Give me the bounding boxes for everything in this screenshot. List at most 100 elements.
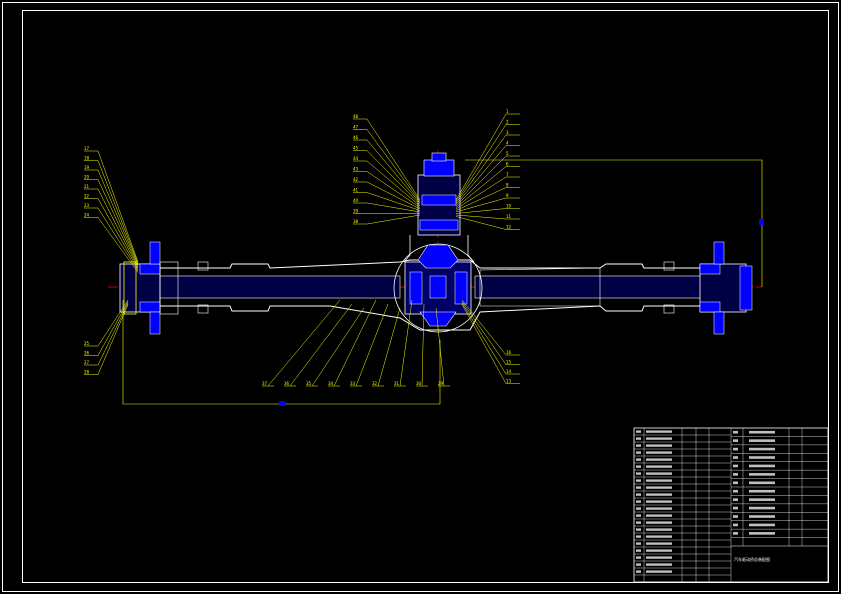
parts-row-text	[646, 500, 672, 503]
parts-row-index	[733, 532, 738, 535]
dimension-bottom-marker	[279, 401, 285, 406]
parts-row-index	[636, 458, 641, 461]
dimension-right	[465, 159, 763, 287]
leader-line	[455, 216, 507, 230]
callout-number: 6	[506, 162, 509, 167]
pinion-nut	[431, 152, 447, 162]
parts-row-index	[733, 498, 738, 501]
leader-line	[97, 198, 139, 270]
callout-number: 28	[84, 370, 90, 375]
leader-line	[366, 129, 421, 202]
parts-row-index	[733, 506, 738, 510]
parts-row-index	[636, 486, 641, 489]
callout-number: 4	[506, 141, 509, 146]
parts-row-text	[646, 486, 672, 489]
right-taper	[479, 267, 601, 307]
callout-number: 14	[506, 369, 512, 374]
parts-row-index	[733, 489, 738, 493]
leader-line	[366, 118, 421, 201]
parts-row-text	[749, 498, 775, 501]
leader-line	[311, 307, 365, 387]
callout-number: 22	[84, 194, 90, 199]
left-spring-seat	[197, 261, 209, 271]
pinion-bearing-lower	[419, 219, 459, 231]
parts-row-text	[646, 493, 672, 496]
parts-row-text	[646, 465, 672, 468]
parts-row-index	[733, 515, 738, 518]
leader-line	[461, 299, 507, 356]
leader-line	[421, 303, 425, 387]
leader-line	[455, 197, 507, 213]
leader-line	[355, 303, 389, 387]
leader-line	[455, 113, 507, 201]
leader-line	[455, 134, 507, 204]
callout-number: 39	[353, 209, 359, 214]
parts-row-text	[646, 549, 672, 552]
dimension-bottom	[122, 300, 441, 405]
parts-row-index	[636, 493, 641, 496]
parts-row-index	[636, 556, 641, 559]
parts-row-text	[646, 528, 672, 531]
leader-line	[455, 166, 507, 208]
parts-row-text	[646, 542, 672, 545]
parts-row-index	[636, 549, 641, 552]
pinion-flange	[423, 159, 455, 177]
leader-line	[366, 139, 421, 204]
leader-line	[333, 299, 377, 387]
callout-number: 20	[84, 175, 90, 180]
callout-number: 3	[506, 130, 509, 135]
callout-number: 42	[353, 177, 359, 182]
callout-number: 1	[506, 109, 509, 114]
parts-row-index	[636, 570, 641, 573]
leader-line	[267, 299, 341, 387]
leader-line	[97, 160, 139, 264]
parts-row-text	[646, 451, 672, 454]
parts-row-text	[646, 535, 672, 538]
leader-line	[97, 188, 139, 269]
parts-row-index	[636, 500, 641, 503]
parts-row-index	[733, 473, 738, 476]
pinion-bearing-upper	[421, 194, 457, 206]
parts-row-text	[749, 506, 775, 510]
left-hub-bearing-bottom	[139, 301, 161, 313]
parts-row-text	[749, 447, 775, 451]
parts-row-index	[733, 430, 738, 434]
callout-number: 45	[353, 146, 359, 151]
right-hub-bearing-top	[699, 263, 721, 275]
parts-row-index	[733, 481, 738, 485]
parts-row-text	[749, 481, 775, 485]
leader-line	[97, 302, 129, 366]
parts-row-text	[749, 473, 775, 476]
callout-number: 34	[328, 381, 334, 386]
parts-row-text	[749, 489, 775, 493]
leader-line	[366, 192, 421, 211]
parts-row-index	[636, 437, 641, 440]
parts-row-index	[733, 439, 738, 442]
callout-number: 8	[506, 183, 509, 188]
leader-line	[455, 124, 507, 202]
callout-number: 19	[84, 165, 90, 170]
parts-row-text	[749, 464, 775, 468]
callout-number: 25	[84, 341, 90, 346]
callout-number: 30	[416, 381, 422, 386]
parts-row-text	[749, 430, 775, 434]
parts-row-index	[636, 507, 641, 510]
right-hub-cap	[739, 265, 753, 311]
parts-row-index	[636, 472, 641, 475]
left-spring-seat-low	[197, 304, 209, 314]
axle-assembly	[108, 150, 762, 335]
right-brake-drum-top	[713, 241, 725, 265]
parts-row-text	[646, 479, 672, 482]
leader-line	[289, 303, 353, 387]
parts-row-index	[733, 523, 738, 527]
callout-number: 46	[353, 135, 359, 140]
parts-row-text	[749, 523, 775, 527]
callout-number: 38	[353, 219, 359, 224]
parts-row-index	[636, 479, 641, 482]
callout-number: 33	[350, 381, 356, 386]
left-brake-drum-top	[149, 241, 161, 265]
leader-line	[455, 187, 507, 211]
parts-row-index	[636, 528, 641, 531]
left-brake-drum-bottom	[149, 311, 161, 335]
